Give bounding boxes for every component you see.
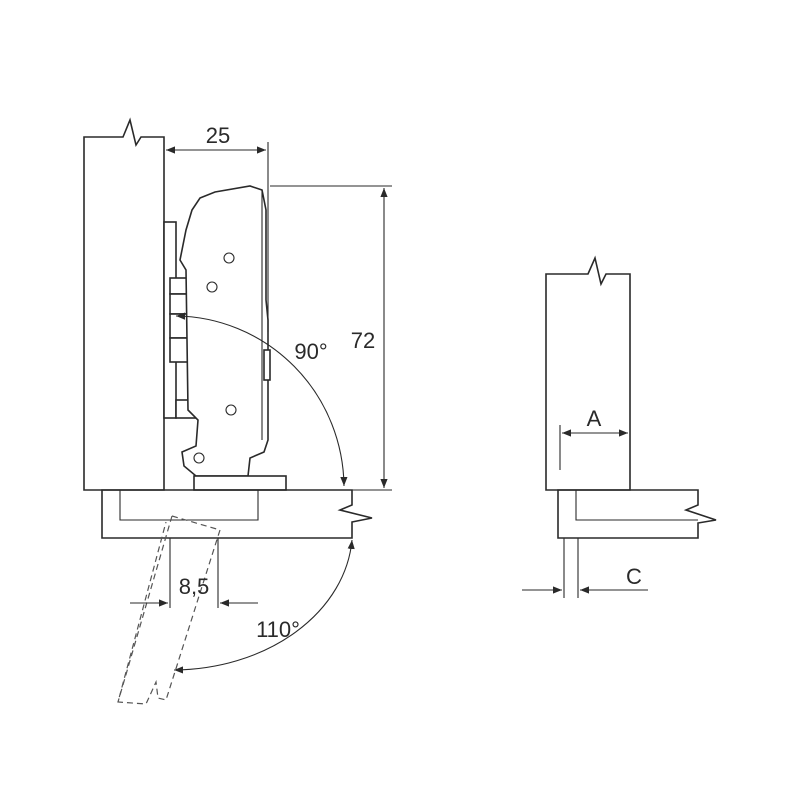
main-hinge-view: 25 72 90° 110° 8,5 xyxy=(83,117,392,705)
dim-label-8-5: 8,5 xyxy=(179,574,210,599)
angle-label-110: 110° xyxy=(256,617,300,642)
detail-cup-recess xyxy=(575,490,698,521)
dim-label-c: C xyxy=(626,564,642,589)
screw-hole-icon xyxy=(223,252,235,264)
door-panel xyxy=(101,489,373,539)
dim-label-a: A xyxy=(587,406,602,431)
hinge-arm xyxy=(179,185,269,477)
hinge-cup-recess xyxy=(119,490,259,521)
detail-cabinet-side xyxy=(545,255,631,491)
arc-110 xyxy=(173,539,355,674)
arm-clip xyxy=(263,349,271,381)
screw-hole-icon xyxy=(206,281,218,293)
dim-label-25: 25 xyxy=(206,123,230,148)
dim-label-72: 72 xyxy=(351,328,375,353)
arc-90 xyxy=(175,312,348,487)
detail-door-panel xyxy=(557,489,717,539)
hinge-base-block xyxy=(193,475,287,491)
door-open-110-dashed xyxy=(117,515,221,705)
cabinet-side-panel xyxy=(83,117,165,491)
overlay-detail-view: A C xyxy=(522,255,717,598)
angle-label-90: 90° xyxy=(294,339,327,364)
